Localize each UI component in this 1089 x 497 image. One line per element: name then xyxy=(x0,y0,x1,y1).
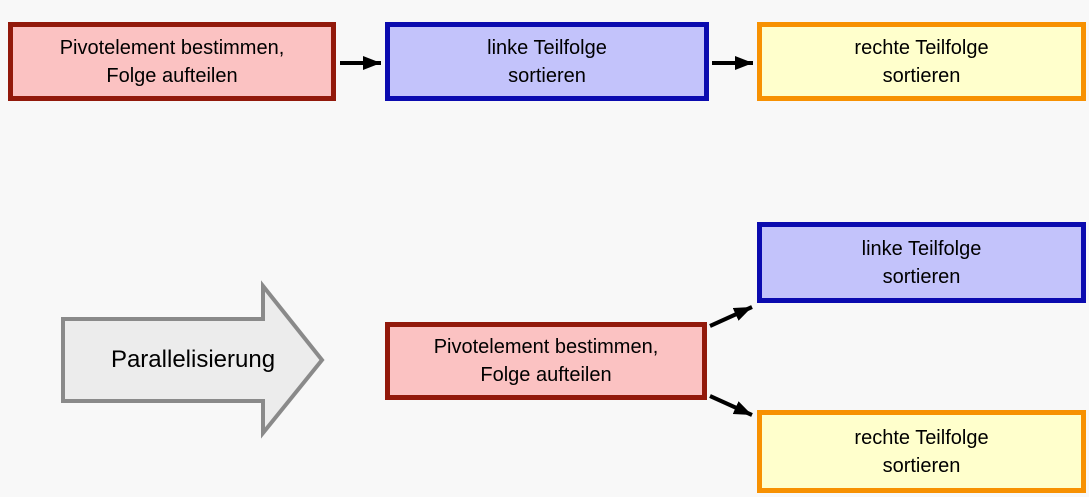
node-seq-pivot: Pivotelement bestimmen, Folge aufteilen xyxy=(8,22,336,101)
node-label-line: rechte Teilfolge xyxy=(854,426,989,449)
parallelization-arrow-label: Parallelisierung xyxy=(110,346,276,373)
node-label-line: rechte Teilfolge xyxy=(854,36,989,59)
node-label-line: sortieren xyxy=(882,454,961,477)
node-par-left-subsequence: linke Teilfolge sortieren xyxy=(757,222,1086,303)
connector-par-pivot-to-right-icon xyxy=(709,394,753,417)
parallelization-arrow-shape xyxy=(61,280,325,439)
node-label-line: sortieren xyxy=(882,64,961,87)
node-label-line: linke Teilfolge xyxy=(861,237,982,260)
node-label-line: linke Teilfolge xyxy=(487,36,607,59)
node-label-line: Pivotelement bestimmen, xyxy=(433,336,659,358)
node-seq-left-subsequence: linke Teilfolge sortieren xyxy=(385,22,709,101)
node-label-line: Folge aufteilen xyxy=(480,364,612,386)
connector-par-pivot-to-left-icon xyxy=(709,305,753,328)
node-label-line: Folge aufteilen xyxy=(106,64,238,87)
node-par-pivot: Pivotelement bestimmen, Folge aufteilen xyxy=(385,322,707,400)
node-seq-right-subsequence: rechte Teilfolge sortieren xyxy=(757,22,1086,101)
node-label-line: Pivotelement bestimmen, xyxy=(59,36,285,59)
node-label-line: sortieren xyxy=(508,64,586,87)
node-par-right-subsequence: rechte Teilfolge sortieren xyxy=(757,410,1086,493)
node-label-line: sortieren xyxy=(882,265,961,288)
